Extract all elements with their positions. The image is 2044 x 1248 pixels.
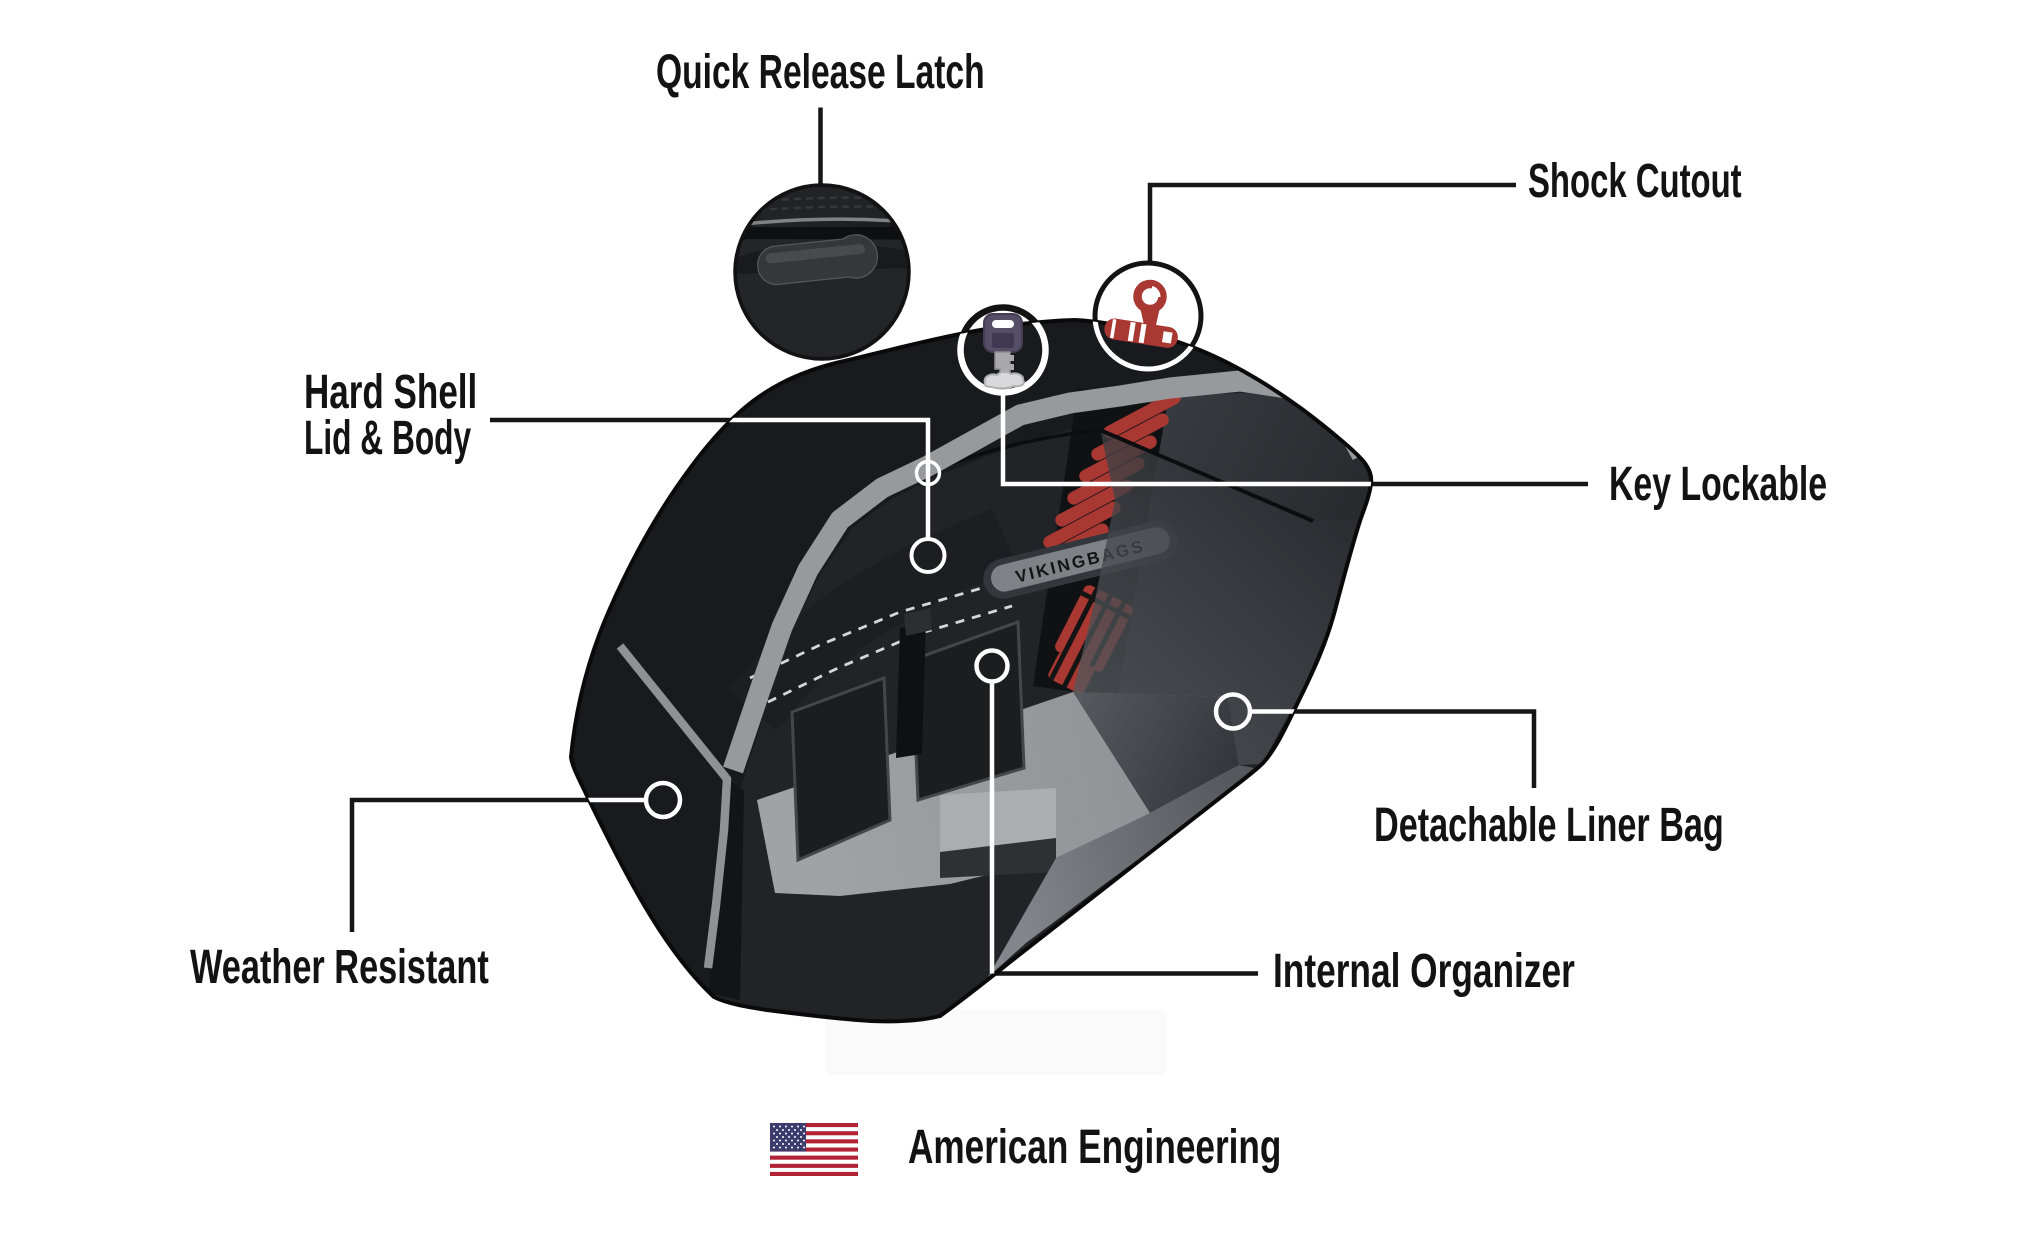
svg-text:American Engineering: American Engineering <box>908 1120 1281 1174</box>
svg-text:Hard Shell: Hard Shell <box>304 365 477 419</box>
svg-text:Internal Organizer: Internal Organizer <box>1273 944 1575 998</box>
svg-text:Key Lockable: Key Lockable <box>1609 456 1827 510</box>
svg-text:Quick Release Latch: Quick Release Latch <box>656 44 985 98</box>
svg-text:Shock Cutout: Shock Cutout <box>1528 154 1742 208</box>
svg-text:Weather Resistant: Weather Resistant <box>190 939 489 993</box>
svg-text:Detachable Liner Bag: Detachable Liner Bag <box>1374 797 1724 851</box>
svg-text:Lid & Body: Lid & Body <box>304 410 471 464</box>
